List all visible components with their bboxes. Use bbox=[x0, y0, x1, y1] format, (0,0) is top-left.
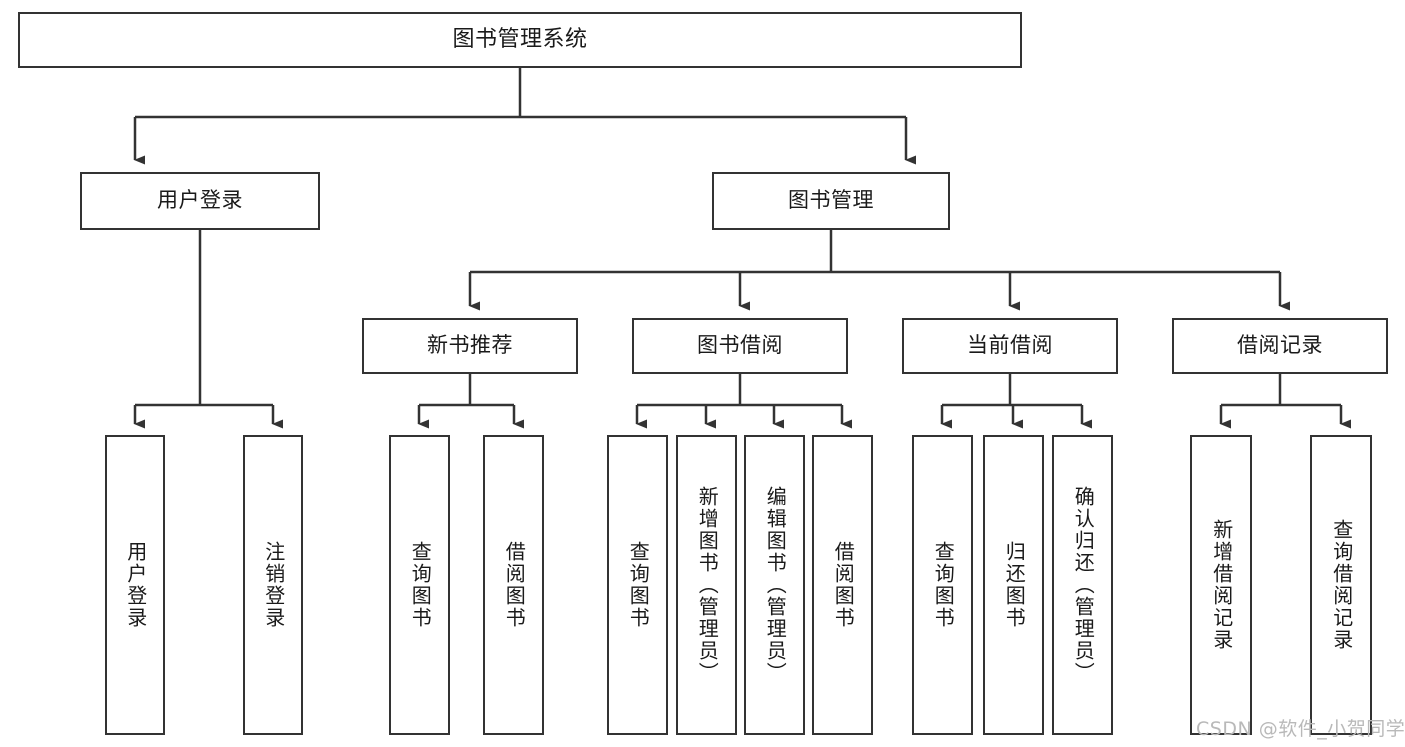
node-leaf-borrow-book-recommend-label: 借阅图书 bbox=[502, 541, 527, 629]
node-leaf-confirm-return-admin-label: 确认归还（管理员） bbox=[1071, 486, 1096, 684]
node-leaf-add-book-admin-label: 新增图书（管理员） bbox=[695, 486, 720, 684]
node-borrow-record[interactable]: 借阅记录 bbox=[1172, 318, 1388, 374]
node-leaf-borrow-book-borrow[interactable]: 借阅图书 bbox=[812, 435, 873, 735]
node-leaf-return-book-label: 归还图书 bbox=[1002, 541, 1027, 629]
connector-borrowrecord-to-leaves bbox=[1219, 374, 1351, 429]
node-leaf-edit-book-admin[interactable]: 编辑图书（管理员） bbox=[744, 435, 805, 735]
node-leaf-add-book-admin[interactable]: 新增图书（管理员） bbox=[676, 435, 737, 735]
node-leaf-query-borrow-record-label: 查询借阅记录 bbox=[1329, 519, 1354, 651]
connector-newbook-to-leaves bbox=[417, 374, 524, 429]
connector-userlogin-to-leaves bbox=[133, 230, 283, 429]
node-leaf-query-book-recommend-label: 查询图书 bbox=[408, 541, 433, 629]
node-book-manage-label: 图书管理 bbox=[788, 188, 874, 213]
connector-bookborrow-to-leaves bbox=[635, 374, 852, 429]
node-book-manage[interactable]: 图书管理 bbox=[712, 172, 950, 230]
node-new-book-recommend-label: 新书推荐 bbox=[427, 333, 513, 358]
node-book-borrow-label: 图书借阅 bbox=[697, 333, 783, 358]
node-leaf-edit-book-admin-label: 编辑图书（管理员） bbox=[763, 486, 788, 684]
node-current-borrow-label: 当前借阅 bbox=[967, 333, 1053, 358]
node-leaf-logout-user[interactable]: 注销登录 bbox=[243, 435, 303, 735]
node-book-borrow[interactable]: 图书借阅 bbox=[632, 318, 848, 374]
connector-bookmanage-to-level3 bbox=[468, 230, 1290, 311]
node-leaf-query-book-current-label: 查询图书 bbox=[931, 541, 956, 629]
node-leaf-query-book-recommend[interactable]: 查询图书 bbox=[389, 435, 450, 735]
node-leaf-login-user[interactable]: 用户登录 bbox=[105, 435, 165, 735]
node-leaf-query-book-current[interactable]: 查询图书 bbox=[912, 435, 973, 735]
node-leaf-borrow-book-borrow-label: 借阅图书 bbox=[831, 541, 856, 629]
node-new-book-recommend[interactable]: 新书推荐 bbox=[362, 318, 578, 374]
node-user-login[interactable]: 用户登录 bbox=[80, 172, 320, 230]
connector-root-to-level2 bbox=[133, 68, 916, 165]
node-leaf-confirm-return-admin[interactable]: 确认归还（管理员） bbox=[1052, 435, 1113, 735]
node-leaf-add-borrow-record[interactable]: 新增借阅记录 bbox=[1190, 435, 1252, 735]
node-leaf-return-book[interactable]: 归还图书 bbox=[983, 435, 1044, 735]
node-leaf-query-book-borrow[interactable]: 查询图书 bbox=[607, 435, 668, 735]
node-root-system[interactable]: 图书管理系统 bbox=[18, 12, 1022, 68]
node-current-borrow[interactable]: 当前借阅 bbox=[902, 318, 1118, 374]
node-root-system-label: 图书管理系统 bbox=[452, 26, 588, 52]
node-user-login-label: 用户登录 bbox=[157, 188, 243, 213]
node-borrow-record-label: 借阅记录 bbox=[1237, 333, 1323, 358]
node-leaf-logout-user-label: 注销登录 bbox=[261, 541, 286, 629]
node-leaf-add-borrow-record-label: 新增借阅记录 bbox=[1209, 519, 1234, 651]
node-leaf-borrow-book-recommend[interactable]: 借阅图书 bbox=[483, 435, 544, 735]
node-leaf-query-borrow-record[interactable]: 查询借阅记录 bbox=[1310, 435, 1372, 735]
connector-currentborrow-to-leaves bbox=[940, 374, 1092, 429]
node-leaf-login-user-label: 用户登录 bbox=[123, 541, 148, 629]
node-leaf-query-book-borrow-label: 查询图书 bbox=[626, 541, 651, 629]
